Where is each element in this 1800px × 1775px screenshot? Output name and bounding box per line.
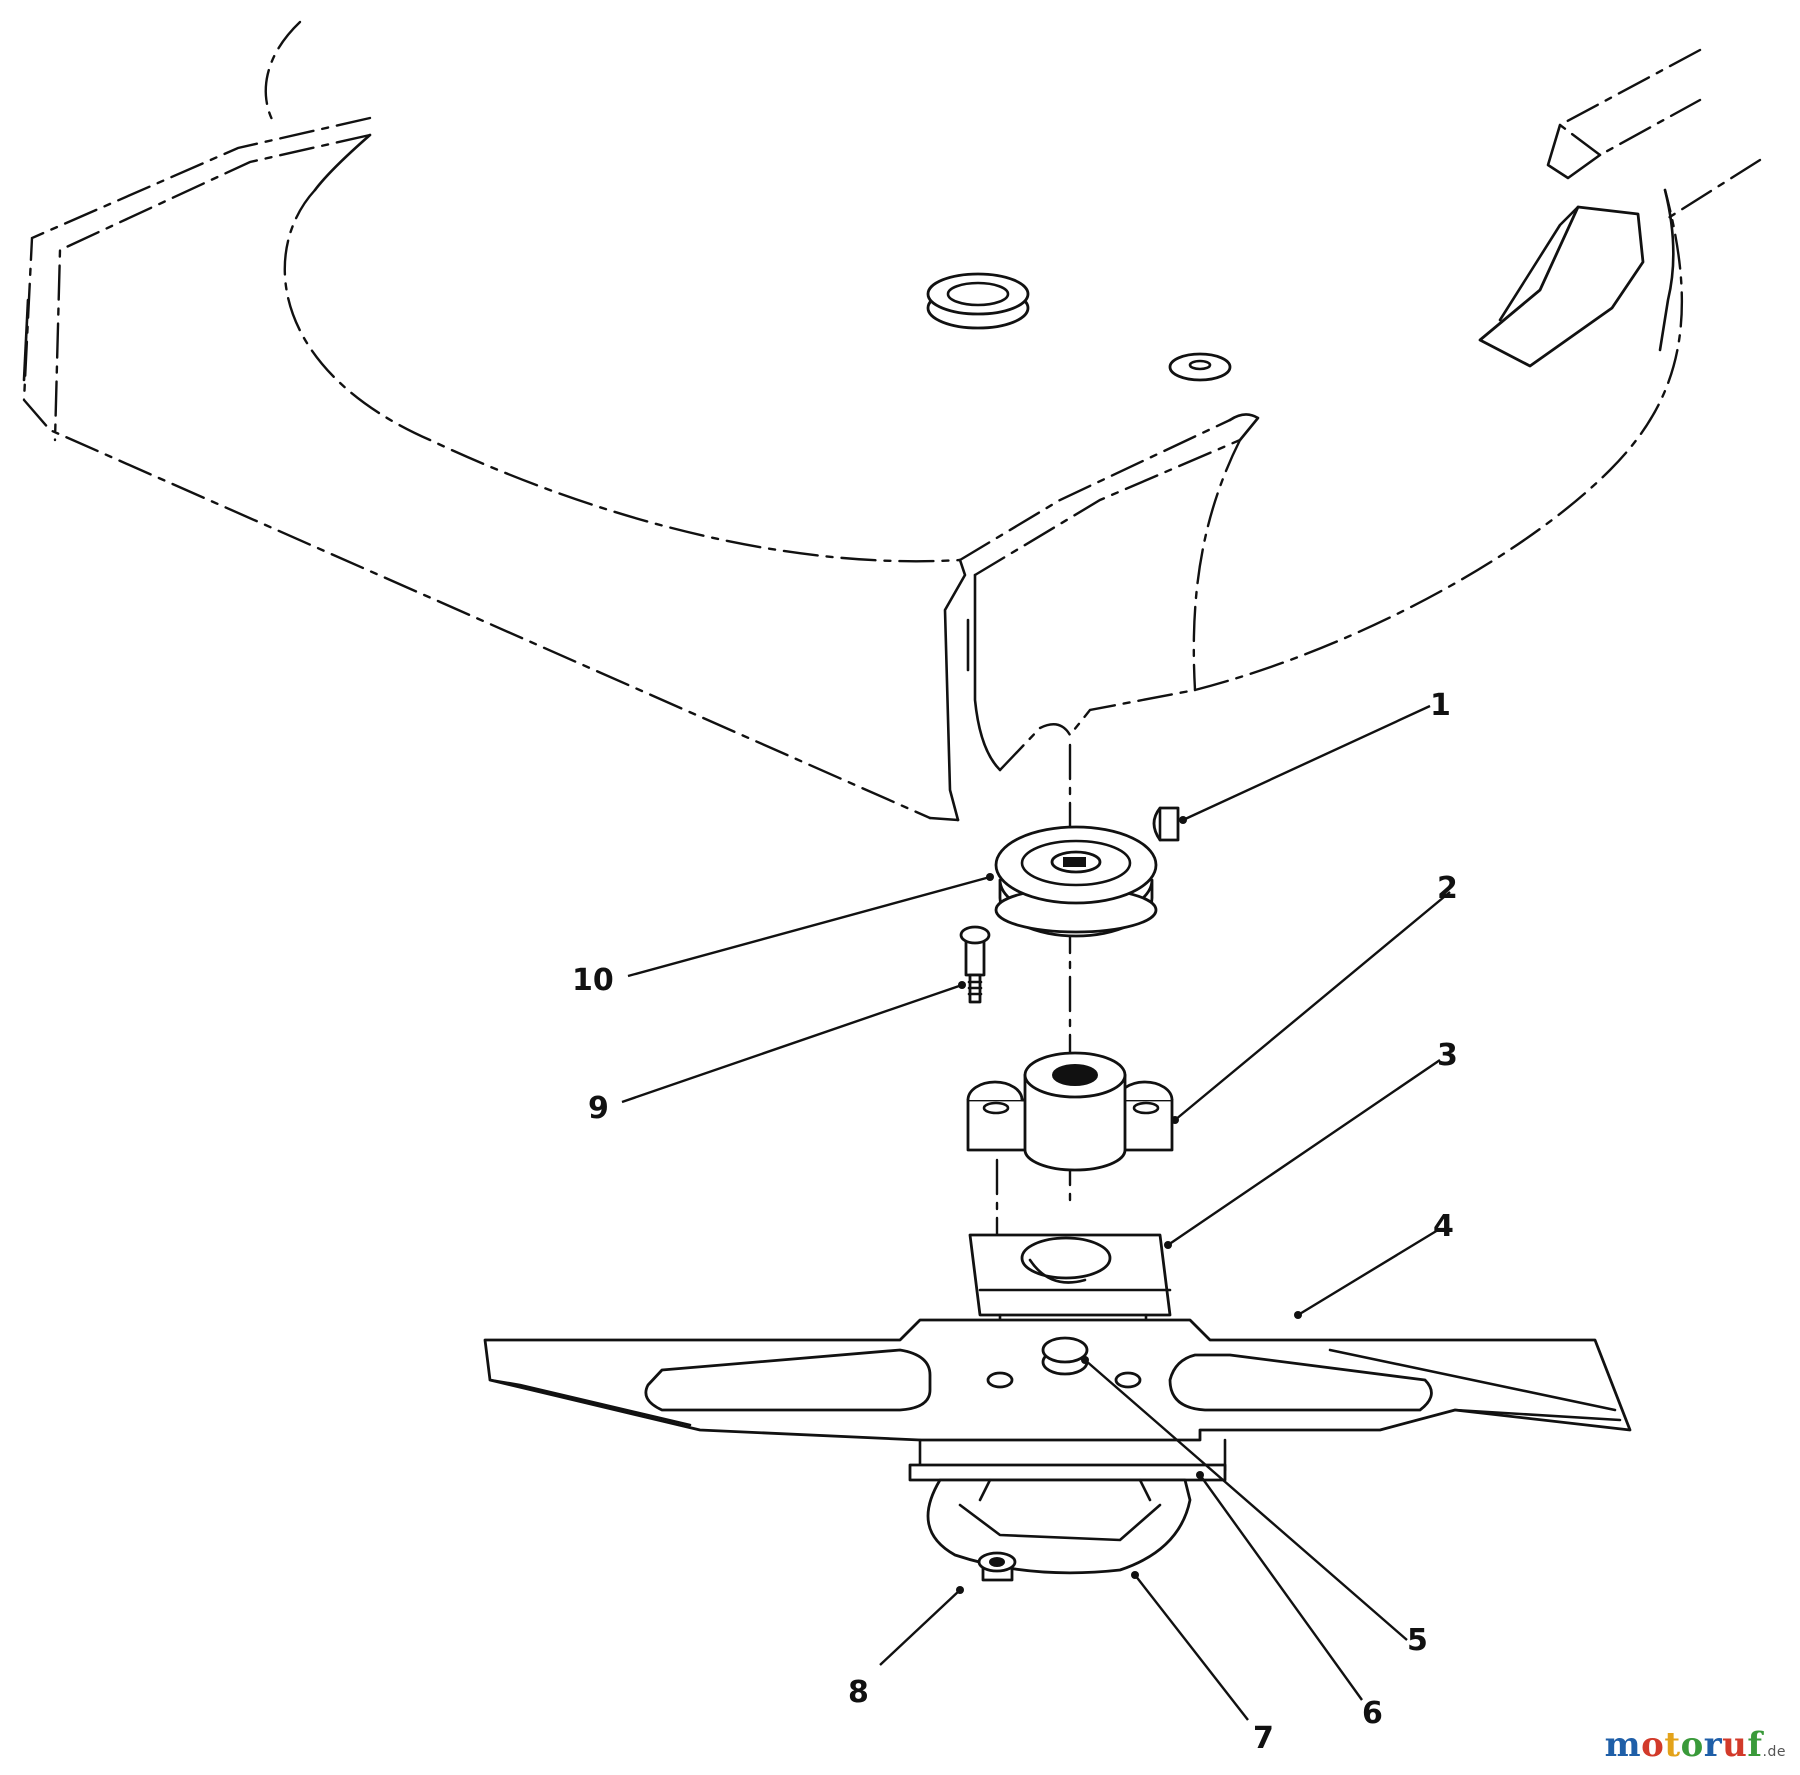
logo-tld: .de [1762,1744,1786,1760]
callout-3: 3 [1437,1038,1458,1073]
leader-lines [621,704,1451,1721]
logo-letter: o [1680,1725,1704,1765]
blade-stiffener [908,1463,1227,1575]
callout-1: 1 [1430,688,1451,723]
logo-letter: m [1604,1725,1642,1765]
pulley [994,825,1158,938]
callout-8: 8 [848,1675,869,1710]
callout-7: 7 [1253,1721,1274,1756]
woodruff-key [1152,806,1180,842]
spindle-housing [966,1051,1174,1172]
grease-fitting [959,925,991,1004]
logo-letter: o [1641,1725,1665,1765]
callout-6: 6 [1362,1696,1383,1731]
blade [483,1318,1632,1472]
callout-10: 10 [572,963,614,998]
watermark-logo: motoruf.de [1605,1725,1786,1765]
logo-letter: f [1747,1725,1763,1765]
logo-letter: r [1703,1725,1723,1765]
callout-2: 2 [1437,871,1458,906]
mower-deck-housing [22,20,1762,822]
callout-5: 5 [1407,1623,1428,1658]
logo-letter: u [1722,1725,1748,1765]
blade-nut [977,1551,1017,1582]
callout-4: 4 [1433,1209,1454,1244]
callout-9: 9 [588,1091,609,1126]
logo-letter: t [1664,1725,1681,1765]
blade-adapter [968,1233,1172,1332]
